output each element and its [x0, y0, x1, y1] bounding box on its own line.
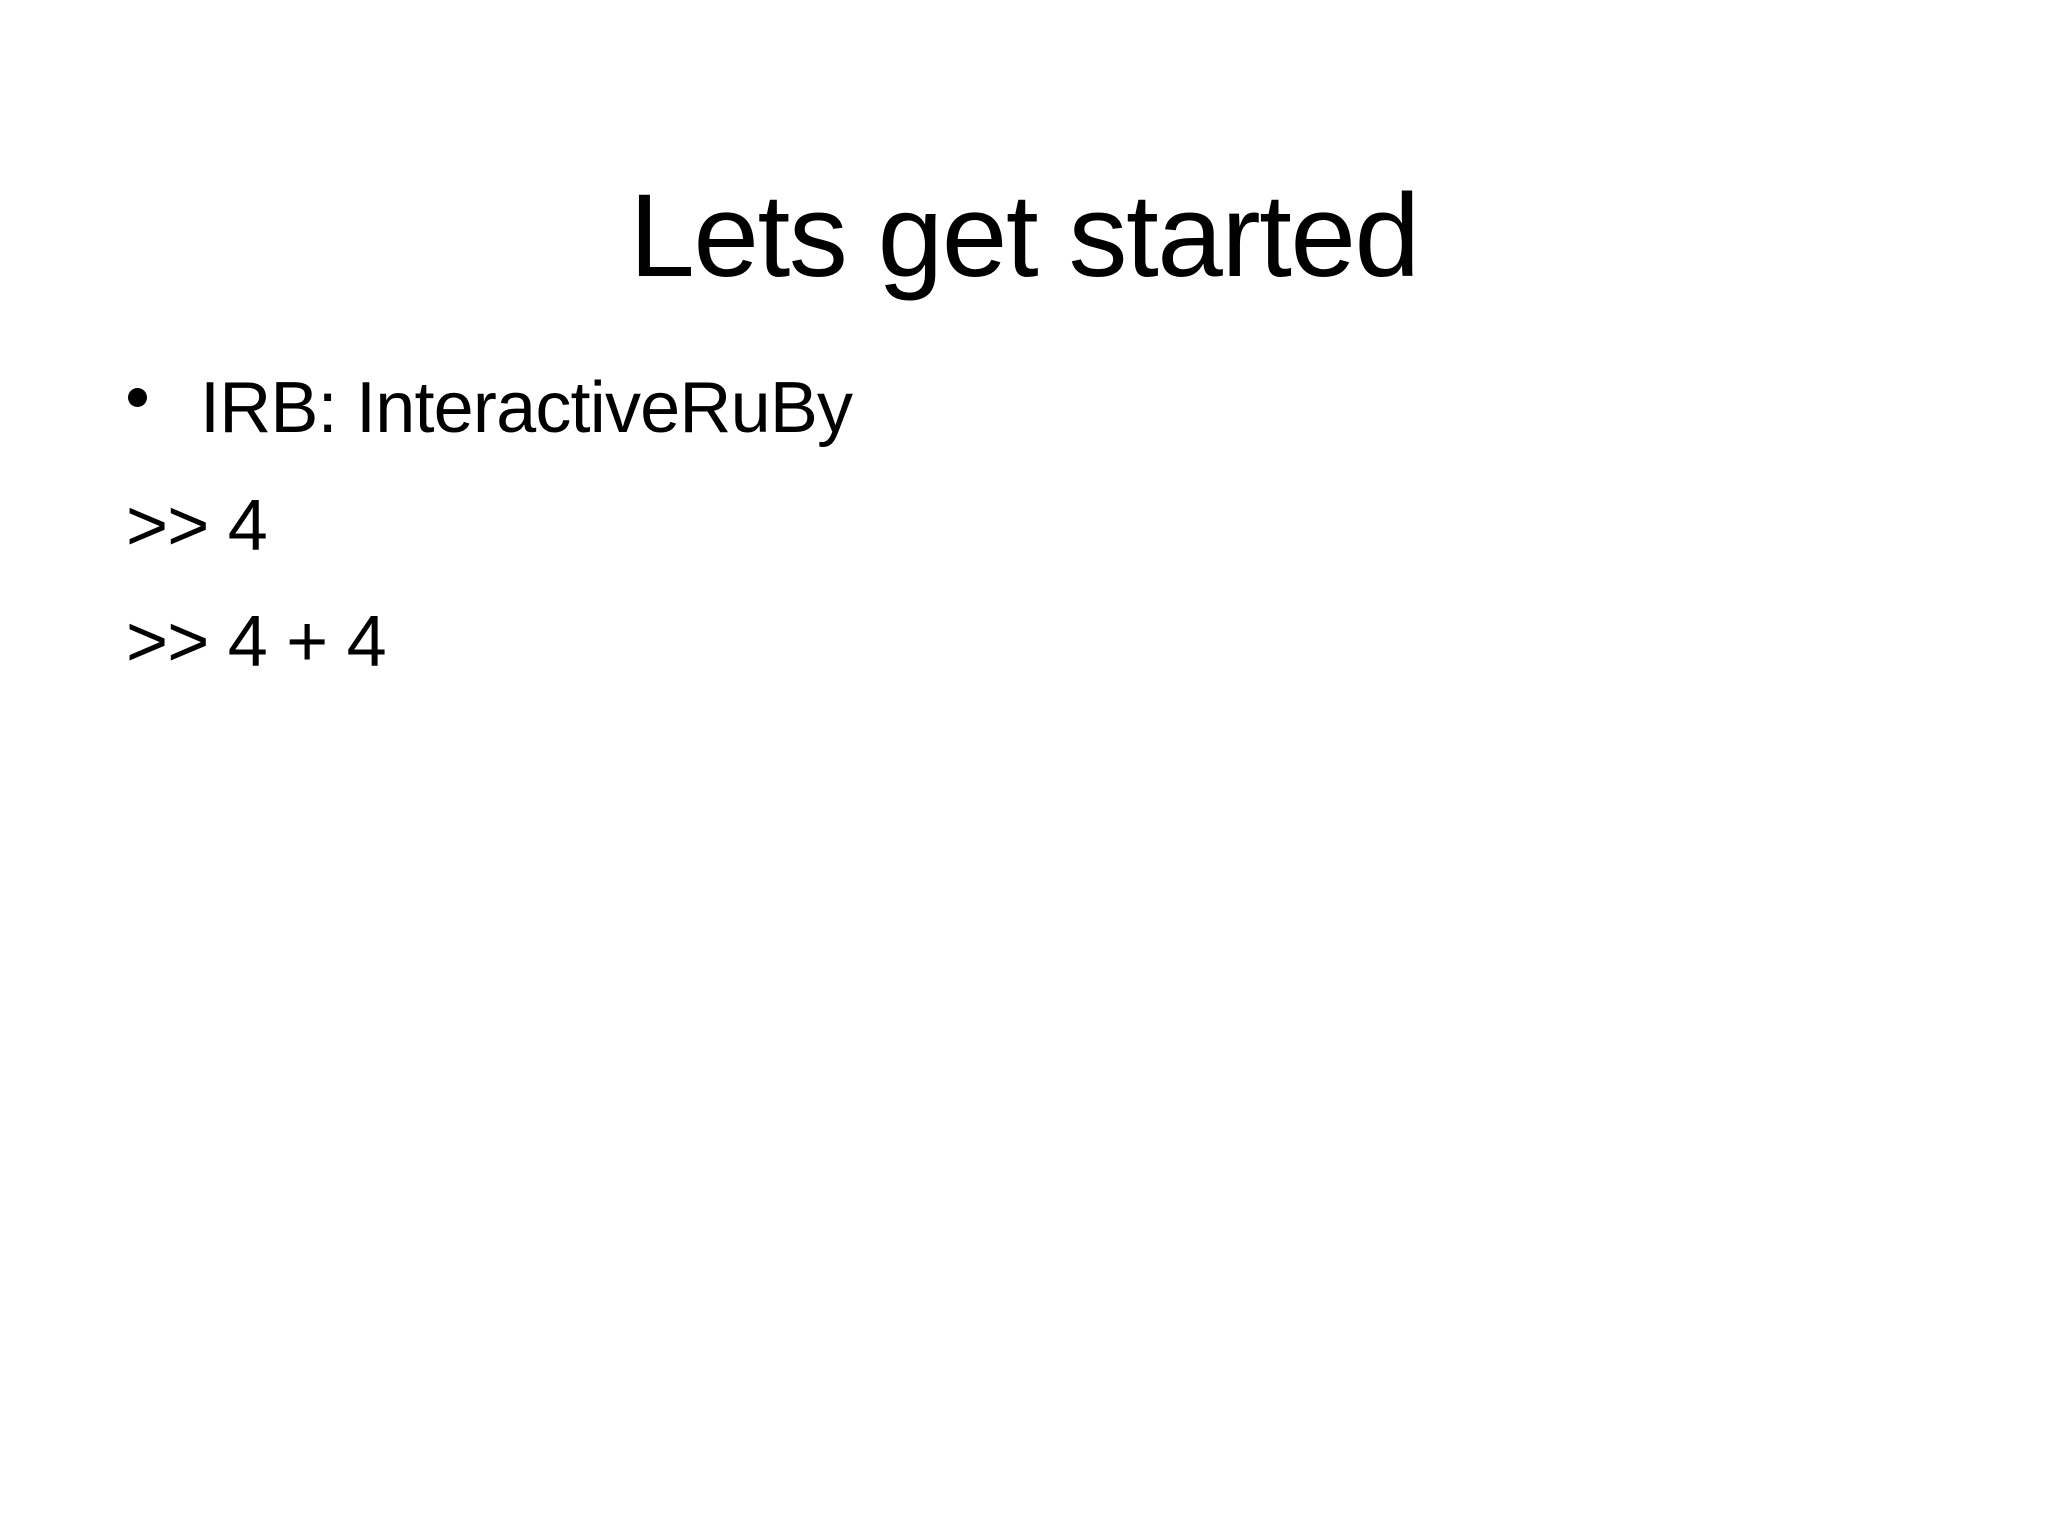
- irb-prompt-line-1: >> 4: [126, 486, 268, 566]
- slide-body: IRB: InteractiveRuBy >> 4 >> 4 + 4: [112, 372, 1912, 678]
- bullet-item-label: IRB: InteractiveRuBy: [200, 368, 853, 448]
- bullet-list-item: IRB: InteractiveRuBy: [112, 372, 1912, 444]
- irb-prompt-line-2: >> 4 + 4: [126, 602, 387, 682]
- slide-title: Lets get started: [629, 170, 1420, 303]
